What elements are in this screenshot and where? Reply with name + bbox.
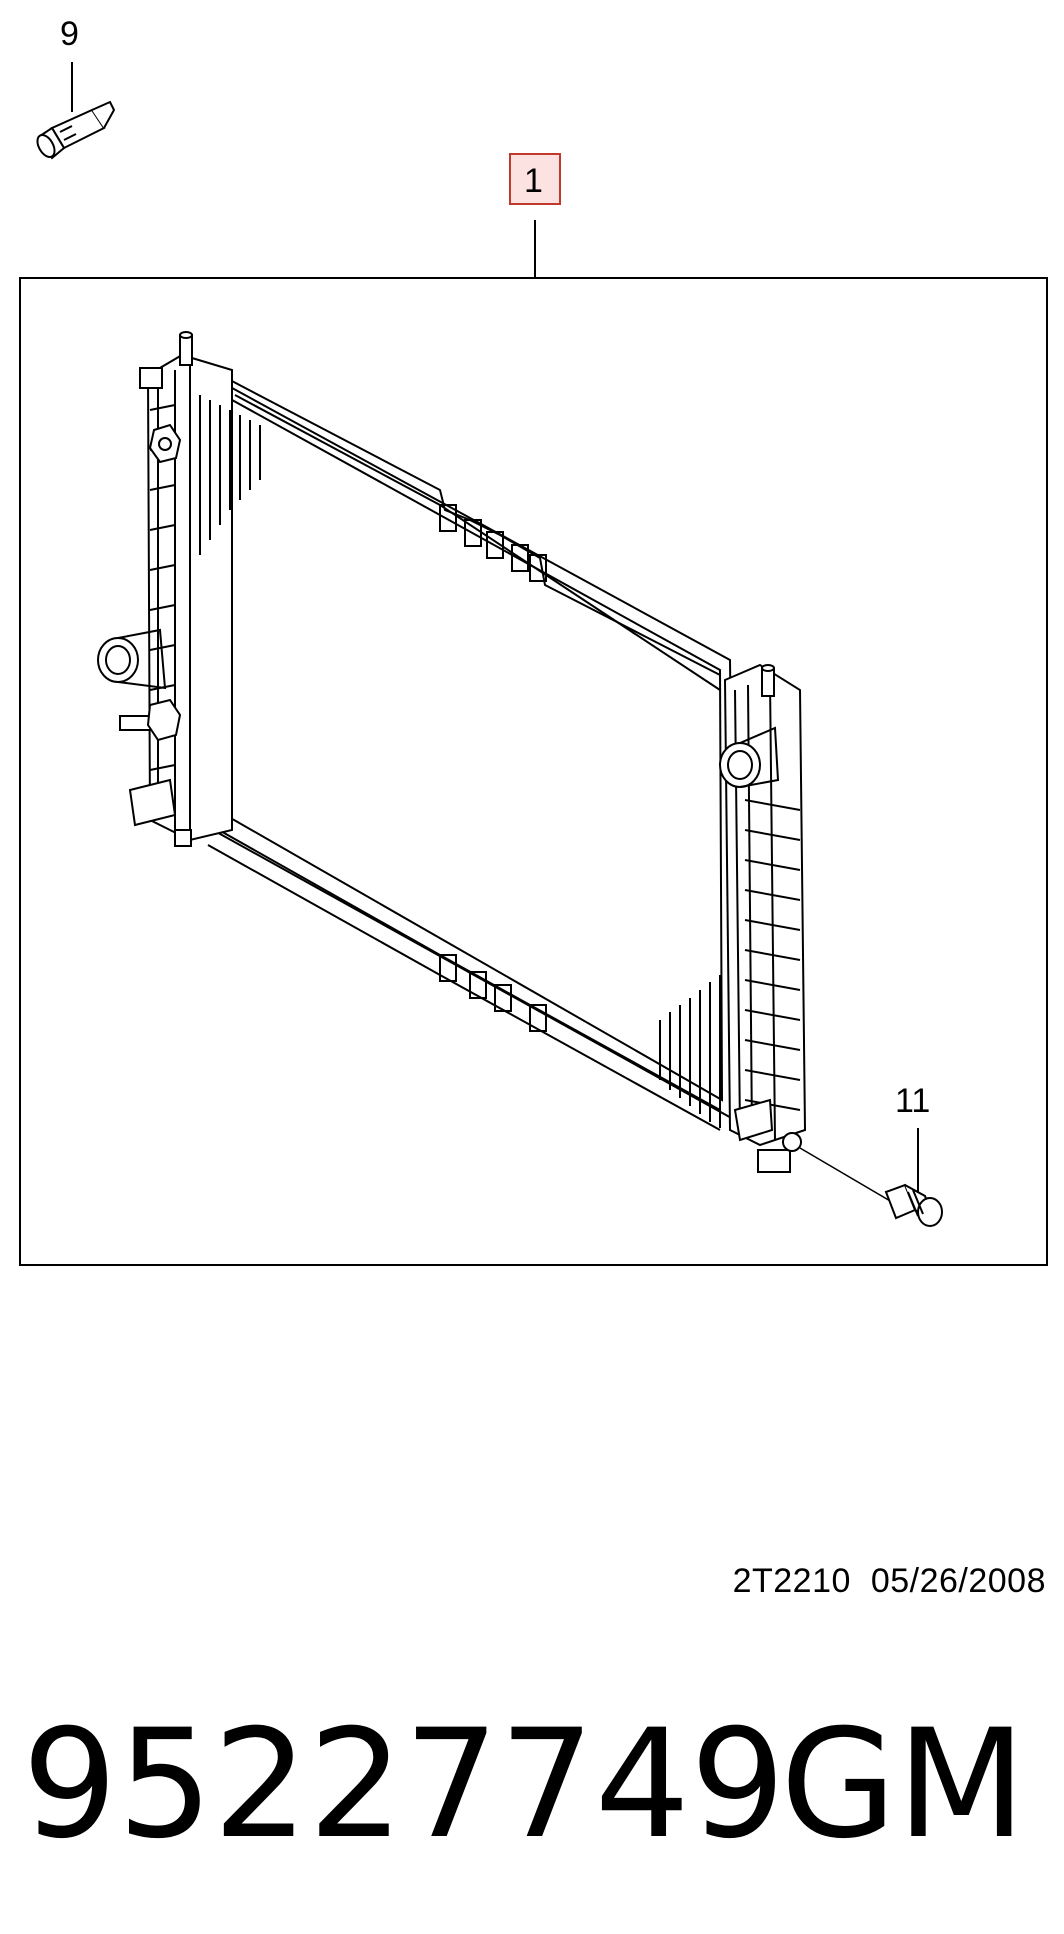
callout-9-label: 9 (60, 15, 79, 53)
part-number-line: 95227749 GM (22, 1700, 1052, 1870)
callout-11-label: 11 (895, 1082, 930, 1120)
callout-9: 9 (60, 15, 79, 112)
radiator-icon (97, 331, 893, 1203)
drain-plug-icon (884, 1183, 943, 1227)
part-number: 95227749 (22, 1698, 786, 1872)
diagram-code: 2T2210 (732, 1562, 851, 1600)
callout-1-box (509, 153, 561, 205)
callout-1: 1 (509, 153, 561, 277)
brand-name: GM (780, 1698, 1026, 1872)
radiator-frame (19, 277, 1048, 1266)
diagram-date: 05/26/2008 (870, 1562, 1046, 1600)
diagram-reference: 2T2210 05/26/2008 (733, 1562, 1046, 1601)
temperature-sensor-icon (36, 100, 116, 160)
callout-1-label: 1 (524, 162, 543, 200)
callout-11: 11 (895, 1082, 930, 1195)
